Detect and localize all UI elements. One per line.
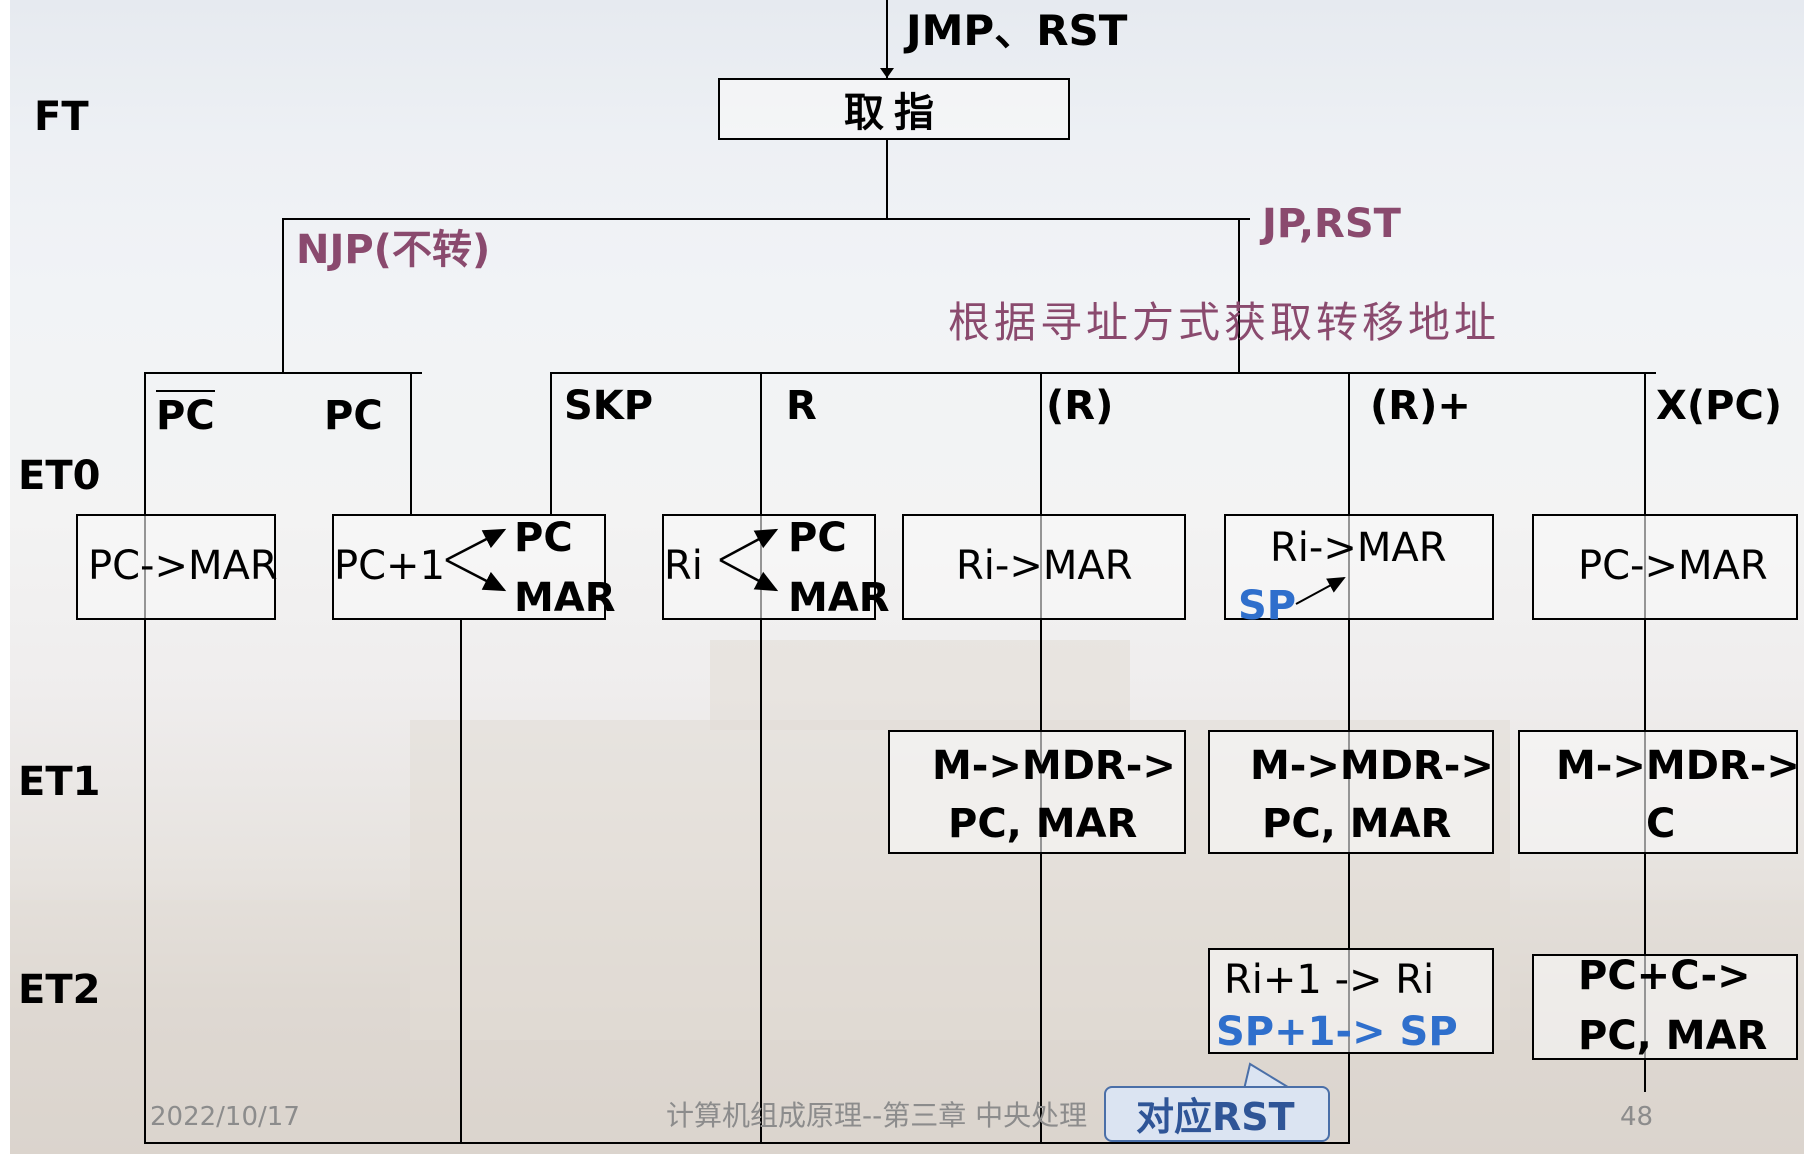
et2-indexed-l1: PC+C->	[1578, 953, 1751, 999]
et0-pcplus1-target1: PC	[514, 515, 573, 561]
sp-arrow	[1295, 577, 1346, 605]
background-ground	[10, 900, 1804, 1154]
col-r: R	[786, 383, 817, 429]
level-et0-label: ET0	[18, 453, 101, 499]
et0-pcbar-text: PC->MAR	[88, 543, 278, 589]
et0-r-target2: MAR	[788, 575, 890, 621]
fetch-down-line	[886, 140, 888, 220]
et1-r-indirect-l1: M->MDR->	[932, 743, 1176, 789]
et0-pcplus1-target2: MAR	[514, 575, 616, 621]
col-indexed: X(PC)	[1656, 383, 1783, 429]
r-arrow-up	[719, 528, 779, 562]
entry-line	[886, 0, 888, 78]
jp-label: JP,RST	[1262, 201, 1401, 247]
et1-r-autoinc-l2: PC, MAR	[1262, 801, 1452, 847]
pcplus1-arrow-down	[445, 558, 507, 592]
et1-r-autoinc-l1: M->MDR->	[1250, 743, 1494, 789]
col-r-autoinc: (R)+	[1370, 383, 1471, 429]
et0-r-autoinc-text: Ri->MAR	[1270, 525, 1447, 571]
slide: FT ET0 ET1 ET2 JMP、RST 取指 NJP(不转) JP,RST…	[10, 0, 1804, 1154]
jp-vline	[1238, 218, 1240, 374]
et0-r-indirect-text: Ri->MAR	[956, 543, 1133, 589]
et2-box-indexed: PC+C-> PC, MAR	[1532, 954, 1798, 1060]
col-pc: PC	[324, 393, 383, 439]
et1-indexed-l1: M->MDR->	[1556, 743, 1800, 789]
bottom-hline	[144, 1142, 1350, 1144]
skp-vline	[550, 372, 552, 516]
et0-pcplus1-src: PC+1	[334, 543, 446, 589]
et1-box-r-indirect: M->MDR-> PC, MAR	[888, 730, 1186, 854]
et0-r-autoinc-sp: SP	[1238, 583, 1297, 629]
et2-box-r-autoinc: Ri+1 -> Ri SP+1-> SP	[1208, 948, 1494, 1054]
background-building-top	[710, 640, 1130, 730]
r-vline	[760, 372, 762, 1144]
level-et2-label: ET2	[18, 967, 101, 1013]
et1-r-indirect-l2: PC, MAR	[948, 801, 1138, 847]
et0-box-pcplus1: PC+1 PC MAR	[332, 514, 616, 620]
pcplus1-down-vline	[460, 620, 462, 1144]
entry-arrowhead	[880, 68, 894, 78]
njp-sub-hline	[144, 372, 422, 374]
njp-vline	[282, 218, 284, 374]
addressing-note: 根据寻址方式获取转移地址	[948, 298, 1501, 347]
rst-callout-text: 对应RST	[1136, 1095, 1295, 1139]
et1-box-r-autoinc: M->MDR-> PC, MAR	[1208, 730, 1494, 854]
fetch-box-label: 取指	[844, 90, 944, 136]
entry-label: JMP、RST	[906, 6, 1128, 55]
et1-box-indexed: M->MDR-> C	[1518, 730, 1800, 854]
pcbar-vline	[144, 372, 146, 1144]
footer-date: 2022/10/17	[150, 1102, 300, 1132]
et1-indexed-l2: C	[1646, 801, 1676, 847]
et0-box-r-autoinc: Ri->MAR SP	[1224, 514, 1494, 626]
et0-r-src: Ri	[664, 543, 703, 589]
footer-page: 48	[1620, 1102, 1654, 1132]
col-skp: SKP	[564, 383, 654, 429]
et2-r-autoinc-l1: Ri+1 -> Ri	[1224, 957, 1435, 1003]
fetch-box: 取指	[718, 78, 1070, 140]
level-ft-label: FT	[34, 94, 89, 140]
pc-vline-top	[410, 372, 412, 516]
et0-indexed-text: PC->MAR	[1578, 543, 1768, 589]
rst-callout: 对应RST	[1104, 1086, 1330, 1142]
footer-title: 计算机组成原理--第三章 中央处理	[666, 1099, 1088, 1132]
branch-hline	[282, 218, 1250, 220]
et0-r-target1: PC	[788, 515, 847, 561]
pcplus1-arrow-up	[445, 528, 507, 562]
r-arrow-down	[719, 558, 779, 592]
et2-r-autoinc-l2: SP+1-> SP	[1216, 1009, 1458, 1055]
level-et1-label: ET1	[18, 759, 101, 805]
et0-box-r-indirect: Ri->MAR	[902, 514, 1186, 620]
et2-indexed-l2: PC, MAR	[1578, 1013, 1768, 1059]
arrows-layer	[445, 68, 1346, 605]
col-pc-bar: PC	[156, 390, 215, 436]
njp-label: NJP(不转)	[296, 227, 491, 273]
et0-box-pcbar: PC->MAR	[76, 514, 278, 620]
jp-sub-hline	[550, 372, 1656, 374]
et0-box-indexed: PC->MAR	[1532, 514, 1798, 620]
col-r-indirect: (R)	[1046, 383, 1114, 429]
